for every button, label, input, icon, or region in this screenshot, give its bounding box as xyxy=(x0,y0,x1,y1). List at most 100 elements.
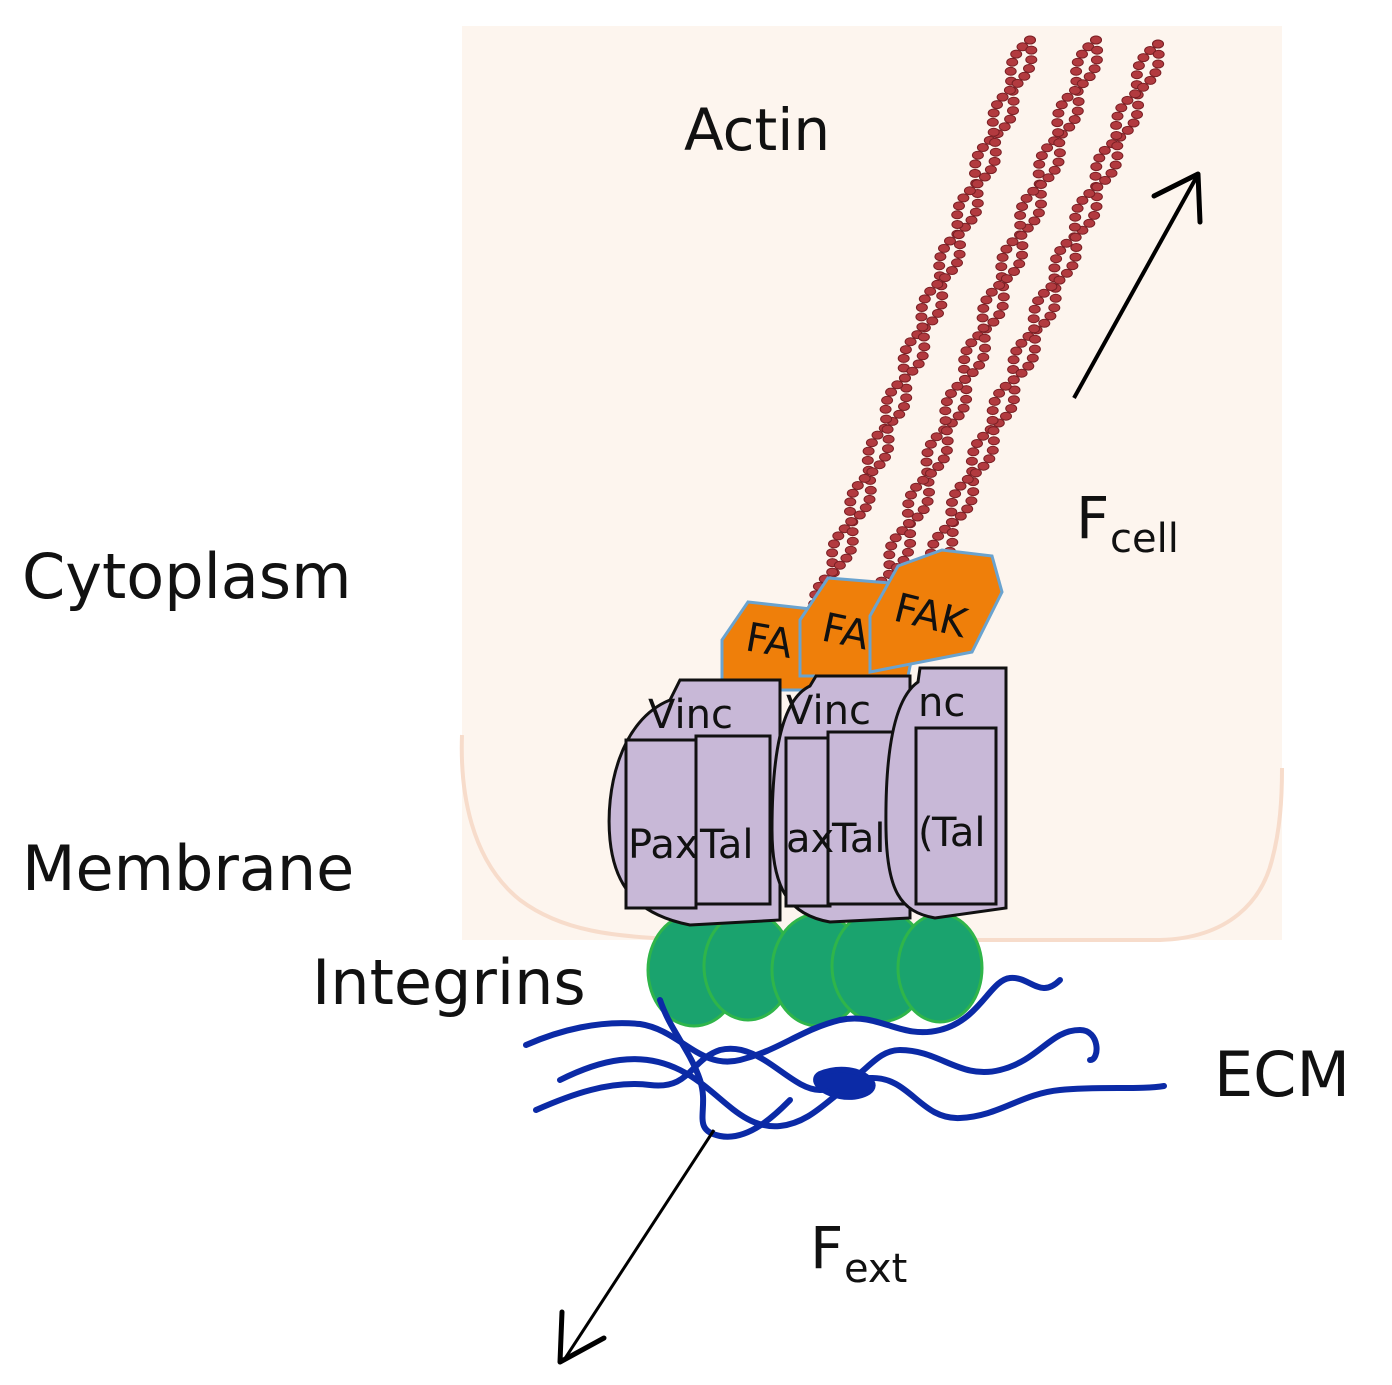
fak-label-1: FA xyxy=(742,615,797,669)
actin-monomer xyxy=(969,159,982,169)
actin-monomer xyxy=(846,488,859,498)
actin-monomer xyxy=(1152,39,1164,49)
actin-monomer xyxy=(1071,203,1084,213)
force-arrow-ext xyxy=(557,1129,716,1365)
actin-monomer xyxy=(845,517,858,526)
actin-monomer xyxy=(1000,411,1012,421)
actin-monomer xyxy=(915,303,928,312)
actin-monomer xyxy=(1144,75,1157,85)
actin-monomer xyxy=(1109,160,1122,170)
actin-monomer xyxy=(945,389,957,398)
actin-monomer xyxy=(863,494,876,504)
actin-monomer xyxy=(864,485,877,495)
actin-monomer xyxy=(1090,35,1102,45)
actin-monomer xyxy=(1054,246,1067,255)
actin-monomer xyxy=(987,127,1000,137)
actin-monomer xyxy=(1016,241,1029,251)
actin-monomer xyxy=(1005,404,1018,413)
actin-monomer xyxy=(880,414,893,424)
actin-monomer xyxy=(917,505,930,515)
actin-monomer xyxy=(951,220,964,229)
ecm-label: ECM xyxy=(1214,1038,1350,1111)
actin-monomer xyxy=(926,316,939,326)
actin-monomer xyxy=(965,456,978,466)
actin-monomer xyxy=(986,117,999,127)
actin-monomer xyxy=(1029,334,1041,344)
actin-monomer xyxy=(1044,311,1057,321)
actin-monomer xyxy=(893,409,906,419)
actin-monomer xyxy=(1083,218,1096,228)
actin-monomer xyxy=(933,261,946,271)
actin-monomer xyxy=(954,481,967,491)
actin-monomer xyxy=(1048,263,1061,273)
fak-label-2: FA xyxy=(818,605,874,660)
actin-monomer xyxy=(1127,118,1140,128)
actin-monomer xyxy=(1088,210,1101,220)
actin-monomer xyxy=(1016,250,1028,260)
actin-monomer xyxy=(989,147,1002,157)
actin-monomer xyxy=(1132,61,1145,71)
actin-monomer xyxy=(953,249,966,259)
actin-monomer xyxy=(853,510,866,520)
actin-monomer xyxy=(961,474,974,484)
actin-monomer xyxy=(1069,232,1082,242)
actin-monomer xyxy=(938,243,950,253)
actin-monomer xyxy=(1090,162,1103,172)
actin-monomer xyxy=(1088,64,1101,74)
f-ext-label: F ext xyxy=(810,1214,907,1292)
vinc-label-2: Vinc xyxy=(786,688,871,734)
fak-protein-3: FAK xyxy=(868,548,1004,674)
actin-monomer xyxy=(944,236,956,246)
actin-monomer xyxy=(1028,216,1041,226)
actin-monomer xyxy=(952,230,965,240)
actin-monomer xyxy=(945,517,958,527)
actin-monomer xyxy=(882,434,895,444)
actin-monomer xyxy=(844,497,857,507)
actin-monomer xyxy=(988,156,1001,166)
actin-monomer xyxy=(993,310,1006,320)
actin-monomer xyxy=(946,528,959,537)
actin-monomer xyxy=(1004,66,1017,76)
actin-monomer xyxy=(1110,120,1123,130)
actin-monomer xyxy=(1070,243,1083,252)
actin-monomer xyxy=(1006,237,1019,247)
actin-monomer xyxy=(976,143,989,152)
tal-label-1: Tal xyxy=(699,822,753,868)
actin-monomer xyxy=(915,312,928,322)
actin-monomer xyxy=(1035,199,1047,209)
actin-monomer xyxy=(940,426,953,436)
actin-monomer xyxy=(826,567,839,577)
actin-monomer xyxy=(1010,346,1023,356)
actin-monomer xyxy=(1149,68,1162,78)
actin-monomer xyxy=(924,439,937,449)
actin-monomer xyxy=(1111,111,1124,121)
actin-monomer xyxy=(1053,275,1066,285)
f-cell-label: F cell xyxy=(1076,484,1179,562)
actin-monomer xyxy=(966,368,979,378)
actin-monomer xyxy=(891,380,904,390)
actin-monomer xyxy=(1152,49,1165,59)
actin-monomer xyxy=(940,397,953,407)
actin-monomer xyxy=(977,303,990,313)
actin-monomer xyxy=(951,210,964,220)
actin-monomer xyxy=(921,448,934,458)
actin-monomer xyxy=(987,317,1000,327)
actin-monomer xyxy=(885,387,898,397)
actin-monomer xyxy=(904,337,917,347)
vinc-label-3: nc xyxy=(918,680,965,726)
actin-monomer xyxy=(881,424,894,434)
actin-monomer xyxy=(1042,173,1055,183)
actin-monomer xyxy=(954,240,966,250)
actin-monomer xyxy=(899,345,912,355)
actin-monomer xyxy=(967,447,980,457)
actin-monomer xyxy=(979,343,991,353)
actin-monomer xyxy=(1063,122,1076,132)
actin-monomer xyxy=(1111,141,1124,151)
actin-monomer xyxy=(1011,78,1024,88)
actin-monomer xyxy=(844,545,857,555)
actin-monomer xyxy=(1076,79,1089,89)
actin-monomer xyxy=(879,404,892,414)
actin-monomer xyxy=(1045,282,1058,292)
actin-monomer xyxy=(1130,70,1143,80)
tal-label-3: Tal xyxy=(931,810,985,856)
